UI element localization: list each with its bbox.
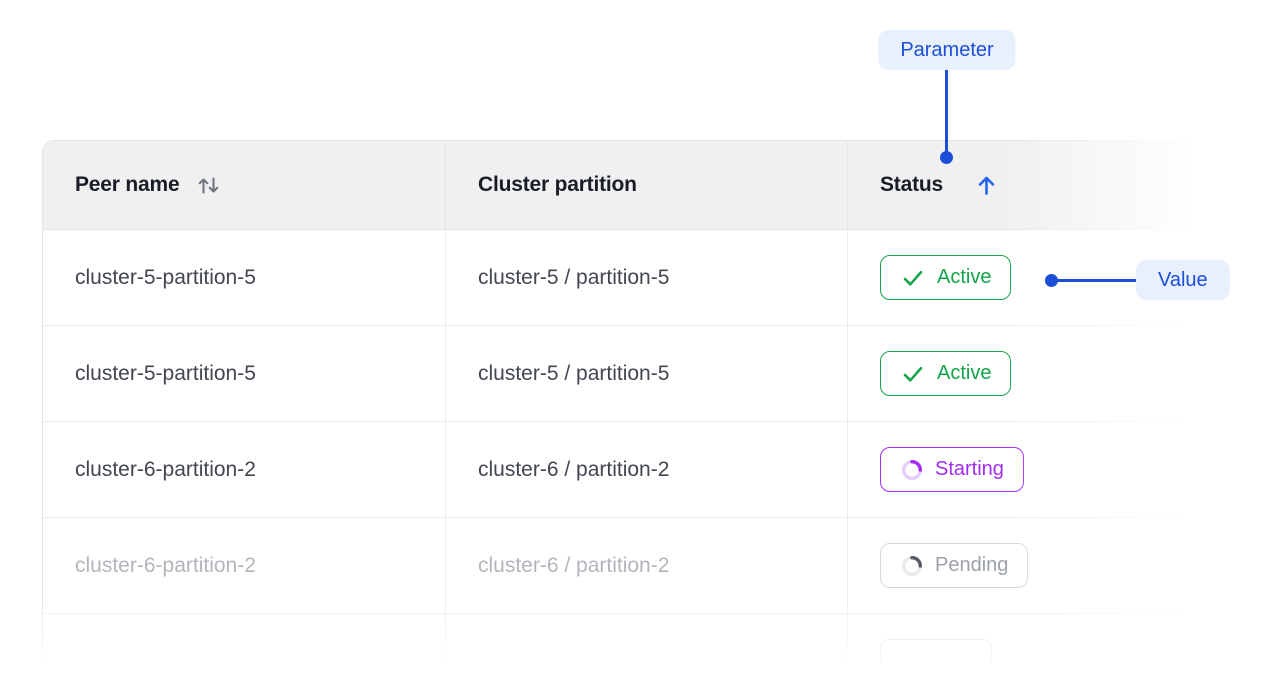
peer-name-cell-text: cluster-5-partition-5	[75, 265, 256, 289]
table-row: cluster-6-partition-2 cluster-6 / partit…	[43, 518, 1272, 614]
cluster-partition-cell: cluster-5 / partition-5	[446, 230, 848, 325]
cluster-partition-cell: cluster-6 / partition-2	[446, 518, 848, 613]
table-row: cluster-6-partition-2 cluster-6 / partit…	[43, 422, 1272, 518]
value-annotation-label: Value	[1158, 268, 1208, 291]
table-row: cluster-5-partition-5 cluster-5 / partit…	[43, 230, 1272, 326]
status-cell	[848, 614, 1272, 688]
spinner-icon	[900, 554, 924, 578]
status-cell: Pending	[848, 518, 1272, 613]
table-header-row: Peer name Cluster partition Status	[43, 141, 1272, 230]
peer-name-cell-text: cluster-6-partition-2	[75, 553, 256, 577]
status-cell: Starting	[848, 422, 1272, 517]
peer-name-cell: cluster-6-partition-2	[43, 422, 446, 517]
status-badge: Active	[880, 351, 1012, 396]
peer-name-cell-text: cluster-6-partition-2	[75, 457, 256, 481]
peer-name-header-label: Peer name	[75, 173, 180, 196]
status-badge	[880, 639, 992, 684]
spinner-icon	[900, 458, 924, 482]
cluster-partition-cell-text: cluster-6 / partition-2	[478, 553, 670, 577]
status-cell: Active	[848, 326, 1272, 421]
peers-table: Peer name Cluster partition Status	[42, 140, 1272, 688]
sort-both-icon[interactable]	[195, 172, 222, 199]
check-icon	[900, 265, 926, 291]
value-annotation-pill: Value	[1136, 260, 1230, 300]
parameter-annotation-pill: Parameter	[878, 30, 1016, 70]
cluster-partition-cell: cluster-5 / partition-5	[446, 326, 848, 421]
table-body: cluster-5-partition-5 cluster-5 / partit…	[43, 230, 1272, 688]
status-badge: Starting	[880, 447, 1024, 492]
cluster-partition-header-label: Cluster partition	[478, 173, 637, 196]
parameter-annotation-label: Parameter	[900, 38, 994, 61]
peer-name-cell: cluster-5-partition-5	[43, 326, 446, 421]
column-header-status[interactable]: Status	[848, 141, 1272, 229]
peer-name-cell: cluster-6-partition-2	[43, 518, 446, 613]
status-badge: Active	[880, 255, 1012, 300]
table-row	[43, 614, 1272, 688]
status-badge-label: Active	[937, 266, 992, 288]
column-header-peer-name[interactable]: Peer name	[43, 141, 446, 229]
peer-name-cell-text: cluster-5-partition-5	[75, 361, 256, 385]
status-badge-label: Starting	[935, 458, 1004, 480]
cluster-partition-cell: cluster-6 / partition-2	[446, 422, 848, 517]
status-badge: Pending	[880, 543, 1029, 588]
parameter-connector-dot	[940, 151, 953, 164]
check-icon	[900, 361, 926, 387]
status-badge-label: Active	[937, 362, 992, 384]
table-row: cluster-5-partition-5 cluster-5 / partit…	[43, 326, 1272, 422]
peer-name-cell: cluster-5-partition-5	[43, 230, 446, 325]
cluster-partition-cell-text: cluster-5 / partition-5	[478, 361, 670, 385]
value-connector-dot	[1045, 274, 1058, 287]
status-cell: Active	[848, 230, 1272, 325]
value-connector-line	[1052, 279, 1136, 282]
status-badge-label: Pending	[935, 554, 1009, 576]
status-header-label: Status	[880, 173, 943, 196]
peer-name-cell	[43, 614, 446, 688]
cluster-partition-cell-text: cluster-5 / partition-5	[478, 265, 670, 289]
sort-ascending-icon[interactable]	[973, 172, 1000, 199]
cluster-partition-cell-text: cluster-6 / partition-2	[478, 457, 670, 481]
column-header-cluster-partition[interactable]: Cluster partition	[446, 141, 848, 229]
cluster-partition-cell	[446, 614, 848, 688]
parameter-connector-line	[945, 70, 948, 152]
